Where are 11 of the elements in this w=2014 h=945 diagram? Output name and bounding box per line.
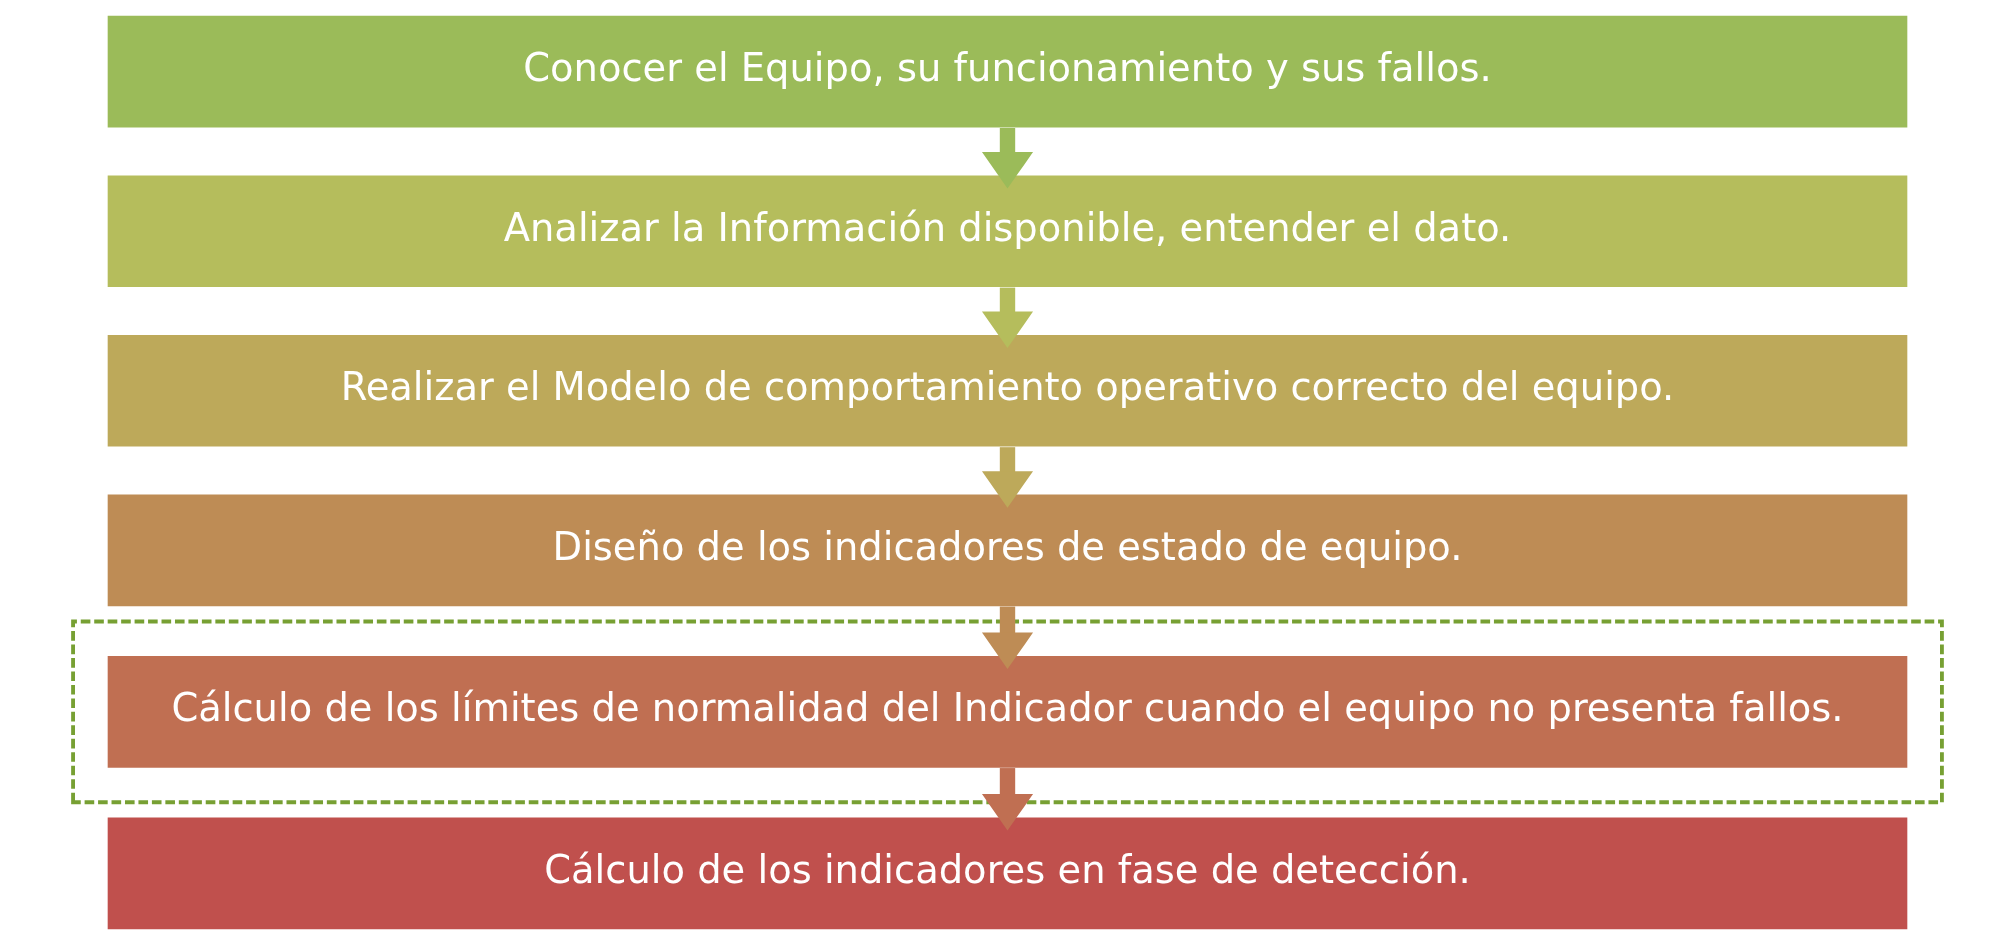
arrow (981, 768, 1033, 831)
arrow (981, 128, 1033, 189)
arrow (981, 447, 1033, 508)
arrow (981, 606, 1033, 669)
node-box: Diseño de los indicadores de estado de equipo. (107, 494, 1907, 607)
node-box: Realizar el Modelo de comportamiento operativo correcto del equipo. (107, 335, 1907, 447)
node-box: Analizar la Información disponible, entender el dato. (107, 175, 1907, 287)
node-box: Cálculo de los límites de normalidad del Indicador cuando el equipo no presenta fallos. (107, 656, 1907, 768)
node-box: Conocer el Equipo, su funcionamiento y sus fallos. (107, 15, 1907, 128)
node-box: Cálculo de los indicadores en fase de detección. (107, 817, 1907, 930)
arrow (981, 287, 1033, 349)
